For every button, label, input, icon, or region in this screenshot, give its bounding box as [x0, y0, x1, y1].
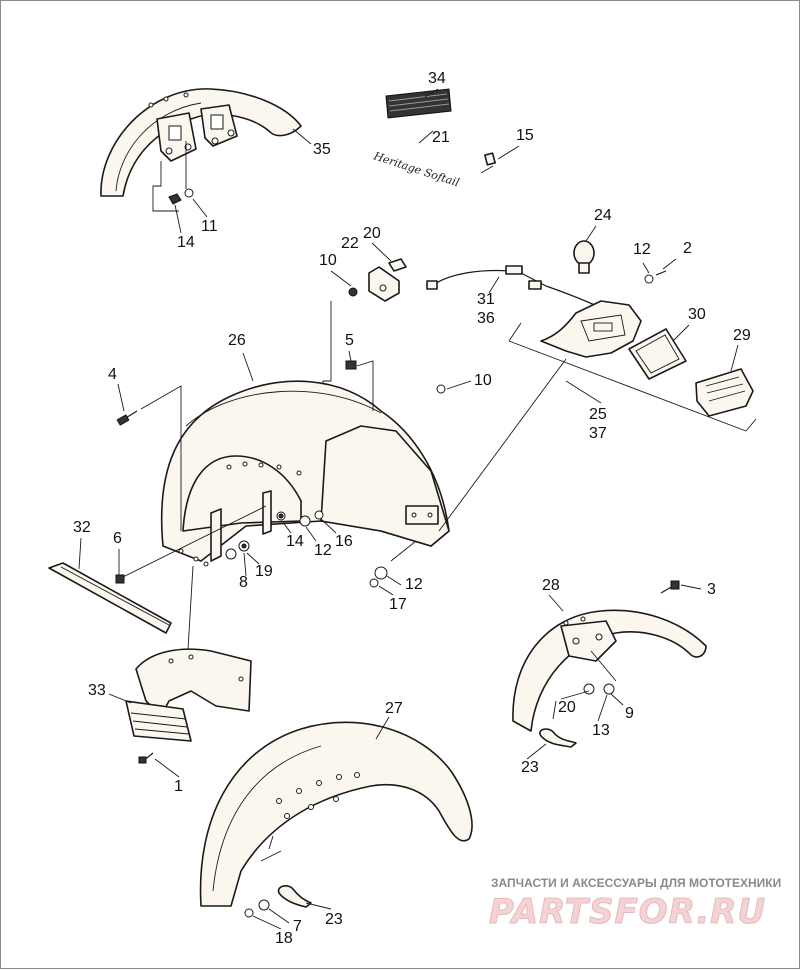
bracket-22	[322, 258, 407, 456]
label-23b: 23	[325, 911, 343, 928]
label-14b: 14	[286, 533, 304, 550]
label-11: 11	[201, 218, 218, 235]
bulb-24	[573, 225, 597, 274]
label-16: 16	[335, 533, 353, 550]
label-30: 30	[688, 306, 706, 323]
label-23a: 23	[521, 759, 539, 776]
front-fender-35	[100, 88, 302, 212]
license-bracket-33	[125, 648, 252, 764]
label-1: 1	[174, 778, 183, 795]
lens-29	[695, 368, 754, 417]
screw-2	[644, 258, 677, 284]
label-15: 15	[516, 127, 534, 144]
front-fender-28	[512, 580, 707, 748]
label-6: 6	[113, 530, 122, 547]
label-22: 22	[341, 235, 359, 252]
label-28: 28	[542, 577, 560, 594]
label-20b: 20	[558, 699, 576, 716]
gasket-30	[628, 328, 687, 380]
callout-labels: 1 2 3 4 5 6 7 8 9 10 10 11 12 12 12 13 1…	[73, 70, 751, 947]
clip-15	[480, 145, 520, 174]
label-20a: 20	[363, 225, 381, 242]
label-34: 34	[428, 70, 446, 87]
label-37: 37	[589, 425, 607, 442]
label-27: 27	[385, 700, 403, 717]
reflector-34	[385, 88, 452, 119]
label-24: 24	[594, 207, 612, 224]
label-35: 35	[313, 141, 331, 158]
label-17: 17	[389, 596, 407, 613]
watermark-tagline: ЗАПЧАСТИ И АКСЕССУАРЫ ДЛЯ МОТОТЕХНИКИ	[491, 876, 781, 890]
label-36: 36	[477, 310, 495, 327]
label-3: 3	[707, 581, 716, 598]
label-18: 18	[275, 930, 293, 947]
label-21: 21	[432, 129, 450, 146]
label-9: 9	[625, 705, 634, 722]
label-13: 13	[592, 722, 610, 739]
label-14a: 14	[177, 234, 195, 251]
label-12a: 12	[633, 241, 651, 258]
emblem-script: Heritage Softail	[371, 149, 461, 189]
label-33: 33	[88, 682, 106, 699]
front-fender-27	[199, 721, 473, 918]
label-10a: 10	[319, 252, 337, 269]
label-12b: 12	[314, 542, 332, 559]
label-19: 19	[255, 563, 273, 580]
label-4: 4	[108, 366, 117, 383]
label-12c: 12	[405, 576, 423, 593]
watermark: ЗАПЧАСТИ И АКСЕССУАРЫ ДЛЯ МОТОТЕХНИКИ PA…	[489, 876, 782, 933]
leader-lines	[78, 88, 739, 930]
label-2: 2	[683, 240, 692, 257]
label-25: 25	[589, 406, 607, 423]
label-8: 8	[239, 574, 248, 591]
trim-strip-32	[48, 562, 194, 667]
label-7: 7	[293, 918, 302, 935]
wire-harness-31	[426, 265, 600, 308]
label-31: 31	[477, 291, 495, 308]
taillight-housing-25	[508, 300, 757, 432]
hardware-26	[115, 358, 567, 588]
watermark-brand: PARTSFOR.RU	[489, 892, 766, 932]
label-10b: 10	[474, 372, 492, 389]
label-26: 26	[228, 332, 246, 349]
label-29: 29	[733, 327, 751, 344]
label-5: 5	[345, 332, 354, 349]
label-32: 32	[73, 519, 91, 536]
rear-fender-26	[160, 380, 450, 567]
